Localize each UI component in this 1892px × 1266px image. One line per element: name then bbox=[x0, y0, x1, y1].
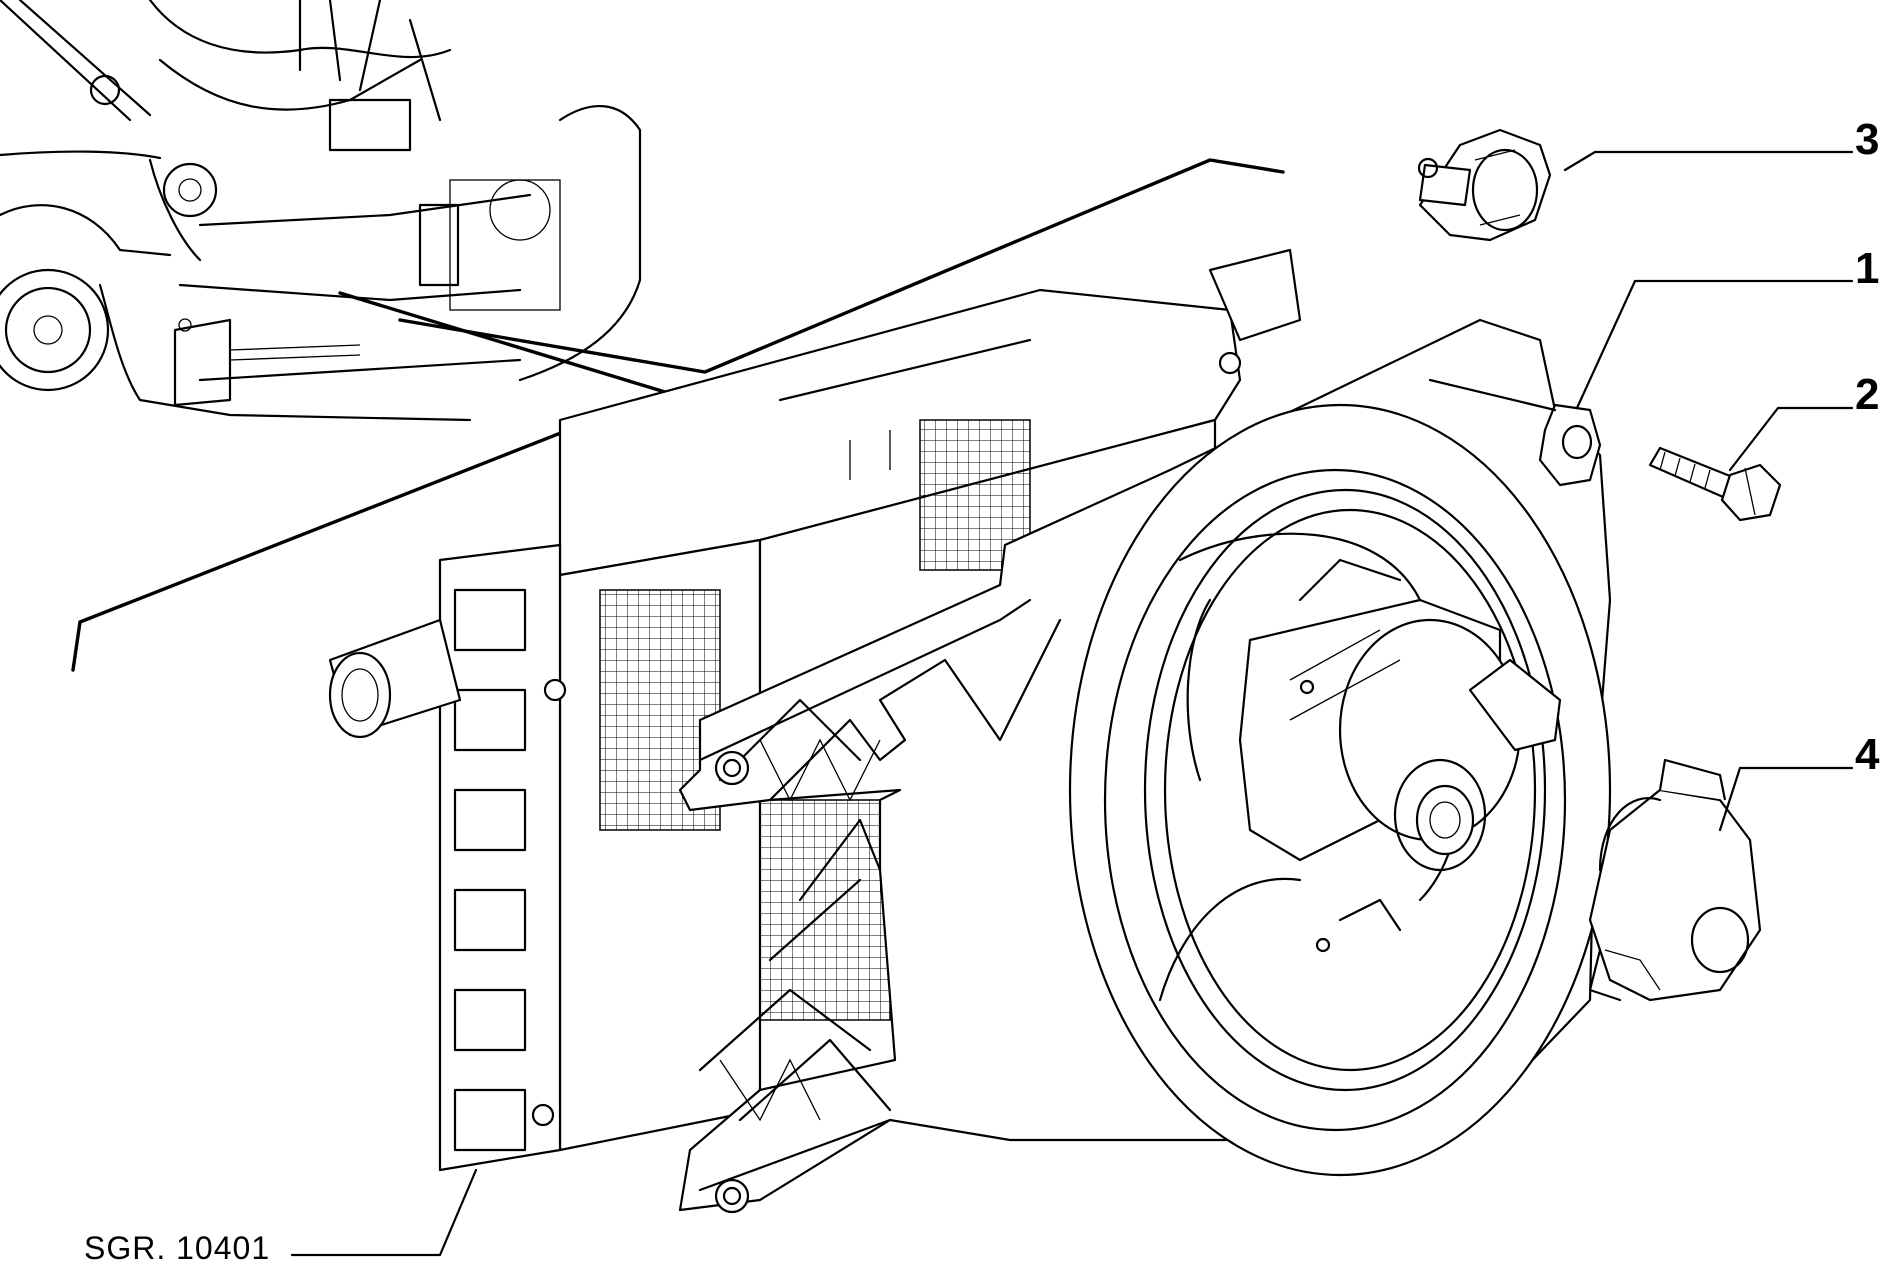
hose-clamp bbox=[1417, 128, 1552, 242]
callout-leader-lines bbox=[290, 150, 1854, 1257]
vehicle-context-view bbox=[0, 0, 642, 422]
callout-label-3: 3 bbox=[1855, 115, 1880, 164]
context-leader-lines bbox=[71, 158, 1285, 672]
reference-code: SGR. 10401 bbox=[84, 1230, 271, 1266]
reference-leader bbox=[290, 1168, 478, 1257]
bolt bbox=[1648, 446, 1782, 522]
cap bbox=[1588, 758, 1762, 1002]
callout-2-leader bbox=[1728, 406, 1854, 472]
callout-3-leader bbox=[1563, 150, 1854, 172]
callout-label-2: 2 bbox=[1855, 370, 1880, 419]
callout-label-1: 1 bbox=[1855, 244, 1880, 293]
fan-motor-assembly bbox=[1158, 532, 1562, 1002]
callout-label-4: 4 bbox=[1855, 730, 1880, 779]
radiator bbox=[328, 248, 1302, 1172]
callout-1-leader bbox=[1575, 279, 1854, 410]
callout-4-leader bbox=[1718, 766, 1854, 832]
